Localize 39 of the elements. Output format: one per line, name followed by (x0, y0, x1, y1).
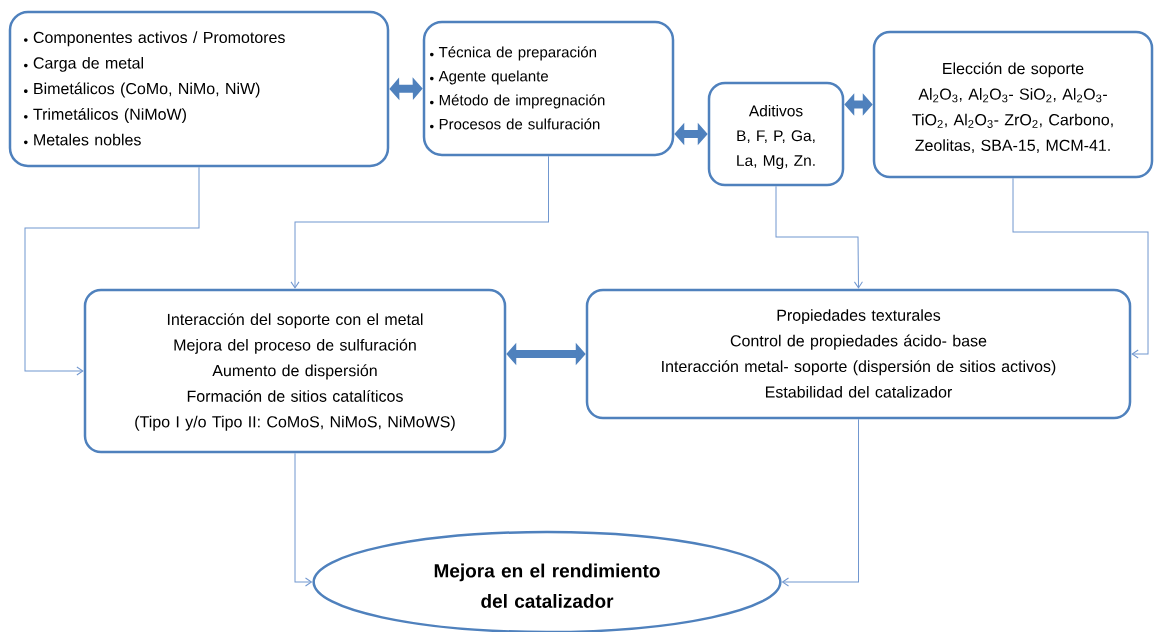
process-box (83, 288, 507, 454)
list-item: Técnica de preparación (430, 46, 596, 61)
box-text: Mejora del proceso de sulfuración (174, 338, 416, 354)
list-item: Componentes activos / Promotores (24, 31, 285, 47)
process-box (585, 288, 1132, 420)
box-text: Formación de sitios catalíticos (187, 389, 403, 402)
box-text: Interacción del soporte con el metal (167, 313, 423, 329)
list-item: Procesos de sulfuración (430, 118, 600, 130)
process-box (707, 81, 845, 187)
list-item: Trimetálicos (NiMoW) (24, 107, 186, 124)
connector-arrow (775, 185, 863, 289)
connector-arrow (294, 452, 312, 587)
list-item: Bimetálicos (CoMo, NiMo, NiW) (24, 82, 260, 98)
box-heading: Aditivos (748, 105, 803, 117)
double-arrow (506, 342, 586, 366)
box-text: B, F, P, Ga, La, Mg, Zn. (737, 130, 815, 170)
box-text: Al$_{2}$O$_{3}$, Al$_{2}$O$_{3}$- SiO$_{2}$, Al$_{2}$O$_{3}$- TiO$_{2}$, Al$_{2}$O$_{3}$- ZrO$_{2}$, Carbono, Zeolitas, SBA-15, MCM-41. (912, 88, 1113, 153)
list-item: Método de impregnación (430, 94, 605, 109)
box-text: Estabilidad del catalizador (766, 385, 953, 398)
result-label: Mejora en el rendimiento del catalizador (434, 563, 660, 608)
box-text: Interacción metal- soporte (dispersión de sitios activos) (662, 360, 1056, 376)
list-box (8, 10, 390, 168)
connector-arrow (290, 155, 549, 289)
list-box (422, 20, 675, 157)
connector-arrow (1012, 177, 1149, 359)
double-arrow (389, 77, 423, 101)
connector-arrow (24, 166, 200, 376)
connector-arrow (782, 418, 859, 587)
box-heading: Elección de soporte (943, 62, 1084, 78)
box-text: Propiedades texturales (777, 309, 941, 325)
box-text: (Tipo I y/o Tipo II: CoMoS, NiMoS, NiMoWS) (135, 415, 455, 431)
process-box (872, 30, 1154, 179)
list-item: Agente quelante (430, 70, 548, 85)
list-item: Carga de metal (24, 56, 143, 72)
box-text: Control de propiedades ácido- base (730, 334, 987, 350)
box-text: Aumento de dispersión (212, 364, 377, 380)
double-arrow (674, 122, 708, 146)
double-arrow (844, 93, 873, 116)
list-item: Metales nobles (24, 133, 141, 146)
